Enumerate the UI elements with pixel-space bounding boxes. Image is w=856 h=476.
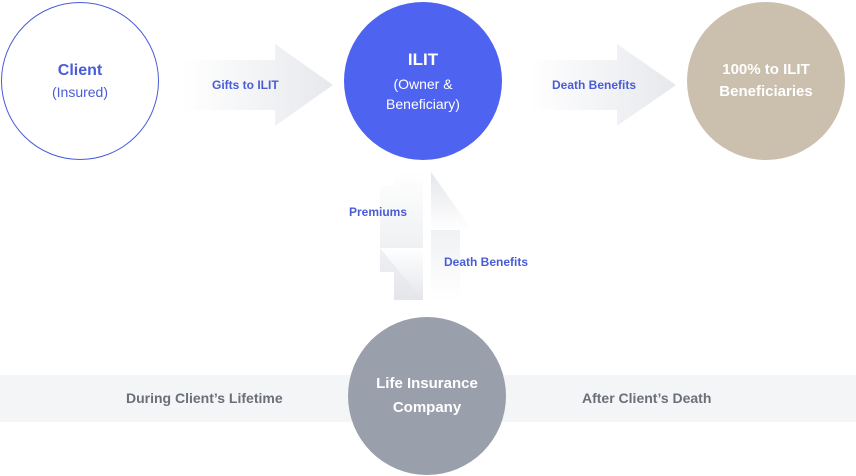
client-subtitle: (Insured): [51, 84, 109, 100]
client-node: Client (Insured): [1, 2, 159, 160]
ilit-node: ILIT (Owner & Beneficiary): [344, 2, 502, 160]
beneficiaries-node: 100% to ILIT Beneficiaries: [687, 2, 845, 160]
premiums-label: Premiums: [349, 205, 408, 219]
death-benefits-right-arrow: [530, 44, 676, 126]
insurer-line-2: Company: [392, 399, 462, 416]
gifts-arrow: [183, 44, 333, 126]
death-benefits-right-label: Death Benefits: [552, 78, 637, 92]
gifts-label: Gifts to ILIT: [212, 78, 279, 92]
beneficiaries-line-2: Beneficiaries: [719, 83, 813, 100]
ilit-subtitle-1: (Owner &: [393, 76, 453, 92]
ilit-subtitle-2: Beneficiary): [386, 96, 460, 112]
beneficiaries-line-1: 100% to ILIT: [722, 61, 810, 78]
client-title: Client: [57, 62, 103, 79]
timeline-label-after-death: After Client’s Death: [582, 390, 712, 406]
insurer-node: Life Insurance Company: [348, 317, 506, 475]
timeline-label-lifetime: During Client’s Lifetime: [126, 390, 283, 406]
insurer-line-1: Life Insurance: [376, 375, 478, 392]
death-benefits-up-label: Death Benefits: [444, 255, 529, 269]
ilit-title: ILIT: [407, 50, 439, 69]
